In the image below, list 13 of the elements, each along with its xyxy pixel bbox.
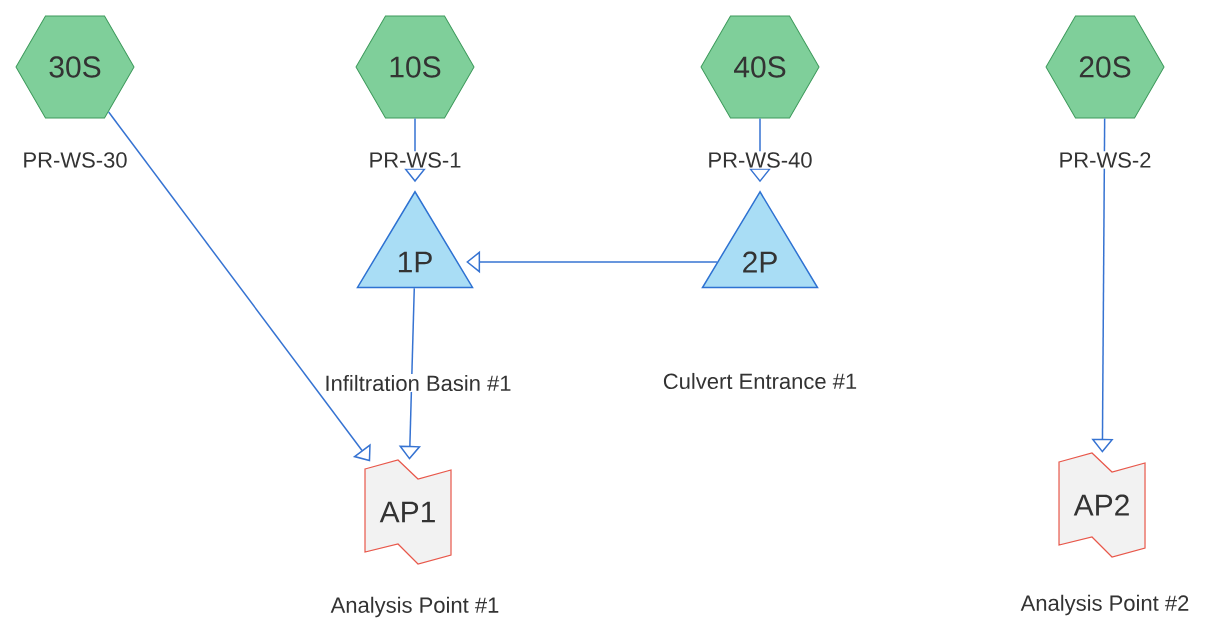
node-caption: Culvert Entrance #1 <box>661 371 859 391</box>
sub-hexagon: 10S <box>355 15 475 119</box>
node-caption: Analysis Point #1 <box>329 595 501 619</box>
node-caption: PR-WS-2 <box>1057 151 1153 169</box>
node-caption: PR-WS-40 <box>706 151 814 169</box>
sub-hexagon: 30S <box>15 15 135 119</box>
node-caption: PR-WS-30 <box>21 151 129 169</box>
node-caption: Analysis Point #2 <box>1019 593 1191 617</box>
node-caption: Infiltration Basin #1 <box>323 373 513 393</box>
sub-hexagon: 20S <box>1045 15 1165 119</box>
node-caption: PR-WS-1 <box>367 151 463 169</box>
sub-hexagon: 40S <box>700 15 820 119</box>
arrow <box>107 111 371 462</box>
